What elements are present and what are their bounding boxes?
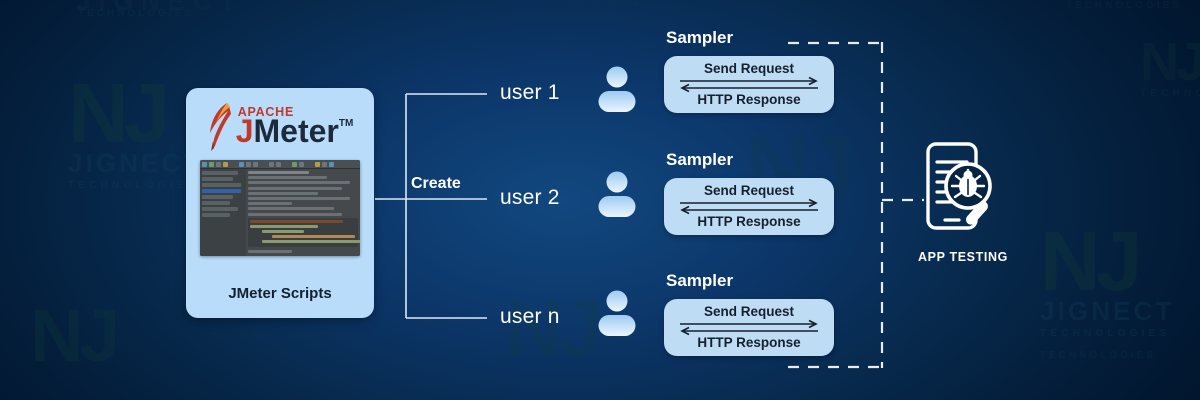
jmeter-meter: Meter [253,113,339,150]
sampler-box-1[interactable]: Send Request HTTP Response [664,56,834,113]
send-request-label-1: Send Request [703,60,795,76]
jmeter-j: J [235,113,254,150]
request-response-arrows-1 [680,76,818,93]
jmeter-card-caption: JMeter Scripts [228,285,332,302]
user-label-1: user 1 [500,81,560,104]
sampler-box-2[interactable]: Send Request HTTP Response [664,178,834,235]
send-request-label-3: Send Request [703,303,795,319]
sampler-title-2: Sampler [666,150,734,169]
trademark-symbol: TM [338,118,354,130]
create-label: Create [411,175,461,192]
sampler-title-3: Sampler [666,271,734,290]
http-response-label-3: HTTP Response [697,335,801,350]
apache-jmeter-logo: APACHE J Meter TM [207,98,354,154]
request-response-arrows-3 [680,319,818,336]
user-avatar-icon-3 [598,290,636,336]
mobile-bug-magnifier-icon [926,142,992,230]
user-avatar-icon-2 [598,171,636,217]
sampler-box-3[interactable]: Send Request HTTP Response [664,299,834,356]
request-response-arrows-2 [680,198,818,215]
user-avatar-icon-1 [598,66,636,112]
http-response-label-1: HTTP Response [697,92,801,107]
jmeter-wordmark: APACHE J Meter TM [235,104,354,150]
jmeter-scripts-card[interactable]: APACHE J Meter TM [186,88,374,318]
sampler-title-1: Sampler [666,28,734,47]
user-label-3: user n [500,305,560,328]
screenshot-tree-panel [200,169,246,256]
apache-feather-icon [209,103,231,151]
user-label-2: user 2 [500,186,560,209]
app-testing-label: APP TESTING [918,250,1008,264]
screenshot-content-panel [246,169,360,256]
jmeter-gui-screenshot [200,160,360,256]
http-response-label-2: HTTP Response [697,214,801,229]
send-request-label-2: Send Request [703,182,795,198]
apache-label: APACHE [237,104,295,119]
screenshot-toolbar [200,160,360,169]
